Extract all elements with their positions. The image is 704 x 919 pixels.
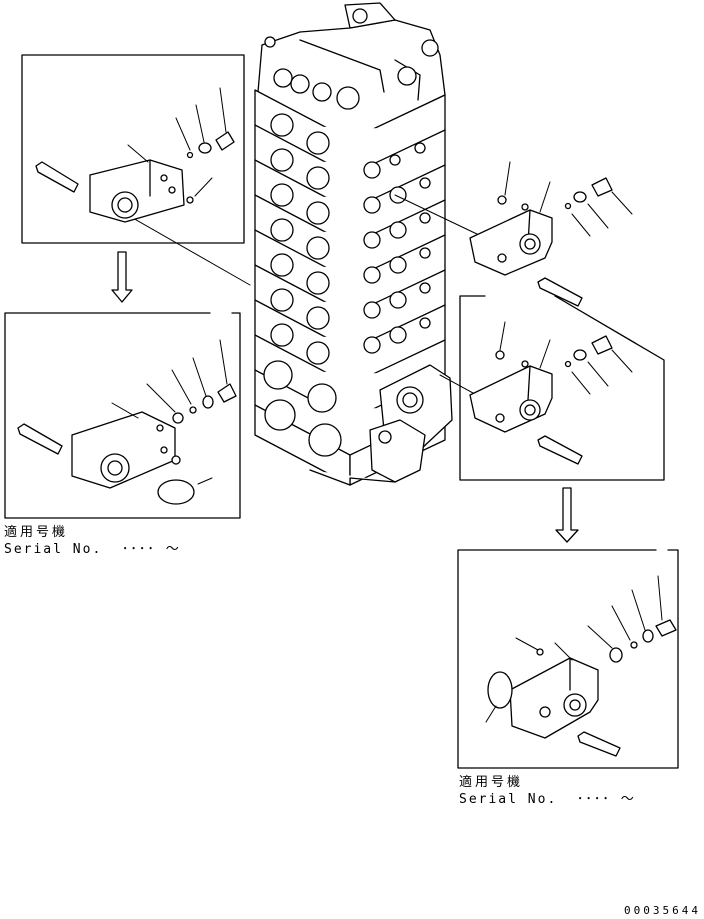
applicable-models-label-left: 適用号機 <box>4 525 69 540</box>
detail-box-middle-right <box>459 295 665 481</box>
main-control-valve <box>109 2 501 486</box>
detail-box-top-left <box>21 54 245 244</box>
detail-box-bottom-right <box>457 549 679 769</box>
serial-number-label-right: Serial No. ････ ～ <box>459 792 636 807</box>
detail-box-middle-left <box>4 312 241 519</box>
down-arrow-icon <box>555 487 579 543</box>
drawing-number: 00035644 <box>624 904 701 917</box>
exploded-part-right-top <box>469 161 633 307</box>
serial-number-label-left: Serial No. ････ ～ <box>4 542 181 557</box>
applicable-models-label-right: 適用号機 <box>459 775 524 790</box>
down-arrow-icon <box>111 251 133 303</box>
